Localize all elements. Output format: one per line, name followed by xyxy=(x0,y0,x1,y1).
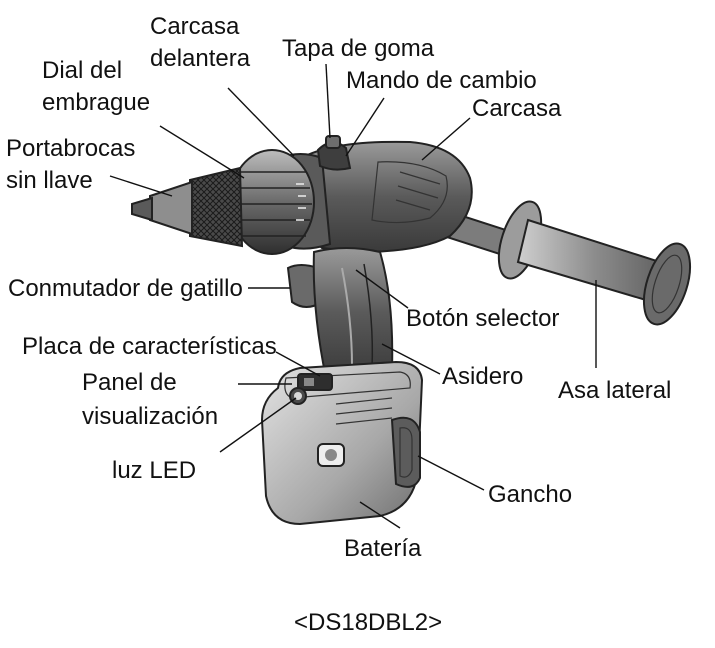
drill-illustration xyxy=(131,135,692,526)
labels: Carcasa delantera Tapa de goma Dial del … xyxy=(6,13,671,636)
label-bateria: Batería xyxy=(344,535,422,562)
speed-shift-knob-illustration xyxy=(316,135,352,171)
label-portabrocas-1: Portabrocas xyxy=(6,135,135,162)
grip-illustration xyxy=(312,247,394,380)
label-carcasa: Carcasa xyxy=(472,95,562,122)
keyless-chuck-illustration xyxy=(131,166,244,248)
label-asa-lateral: Asa lateral xyxy=(558,377,671,404)
label-gancho: Gancho xyxy=(488,481,572,508)
label-carcasa-delantera-2: delantera xyxy=(150,45,251,72)
label-luz-led: luz LED xyxy=(112,457,196,484)
label-mando-de-cambio: Mando de cambio xyxy=(346,67,537,94)
label-conmutador-de-gatillo: Conmutador de gatillo xyxy=(8,275,243,302)
label-tapa-de-goma: Tapa de goma xyxy=(282,35,435,62)
label-dial-del-embrague-2: embrague xyxy=(42,89,150,116)
label-panel-de-visualizacion-2: visualización xyxy=(82,403,218,430)
clutch-dial-illustration xyxy=(229,149,315,255)
label-placa-de-caracteristicas: Placa de características xyxy=(22,333,277,360)
battery-illustration xyxy=(260,360,424,526)
label-portabrocas-2: sin llave xyxy=(6,167,93,194)
model-caption: <DS18DBL2> xyxy=(294,609,442,636)
label-asidero: Asidero xyxy=(442,363,523,390)
label-panel-de-visualizacion-1: Panel de xyxy=(82,369,177,396)
label-boton-selector: Botón selector xyxy=(406,305,559,332)
leader-lines xyxy=(109,63,597,529)
label-dial-del-embrague-1: Dial del xyxy=(42,57,122,84)
label-carcasa-delantera-1: Carcasa xyxy=(150,13,240,40)
